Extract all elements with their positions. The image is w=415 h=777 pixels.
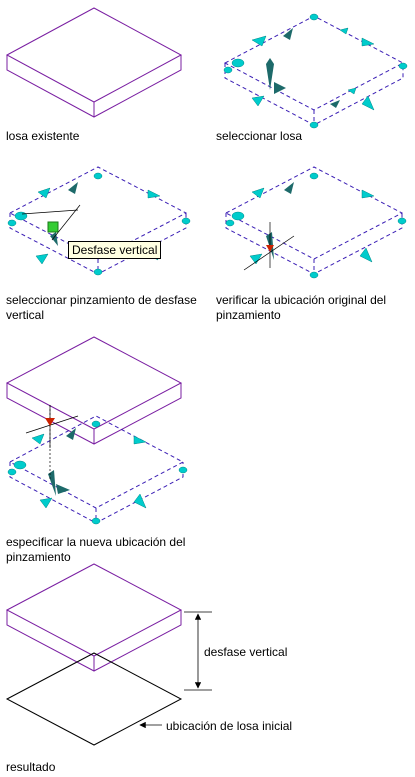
slab-existing — [5, 7, 183, 118]
slab-grip-verify — [224, 166, 407, 279]
label-initial-location: ubicación de losa inicial — [166, 719, 293, 733]
caption-select-grip: seleccionar pinzamiento de desfase verti… — [6, 293, 197, 322]
initial-slab-outline — [5, 652, 183, 746]
label-vertical-offset: desfase vertical — [204, 645, 288, 659]
caption-specify-grip: especificar la nueva ubicación del pinza… — [6, 535, 186, 564]
slab-grip-specify — [5, 336, 188, 525]
tooltip-vertical-offset: Desfase vertical — [68, 241, 162, 259]
slab-selected — [223, 13, 408, 129]
caption-select-slab: seleccionar losa — [216, 129, 303, 143]
caption-verify-grip: verificar la ubicación original del pinz… — [216, 293, 387, 322]
caption-result: resultado — [6, 760, 56, 774]
caption-existing-slab: losa existente — [6, 129, 80, 143]
slab-result — [5, 563, 212, 746]
